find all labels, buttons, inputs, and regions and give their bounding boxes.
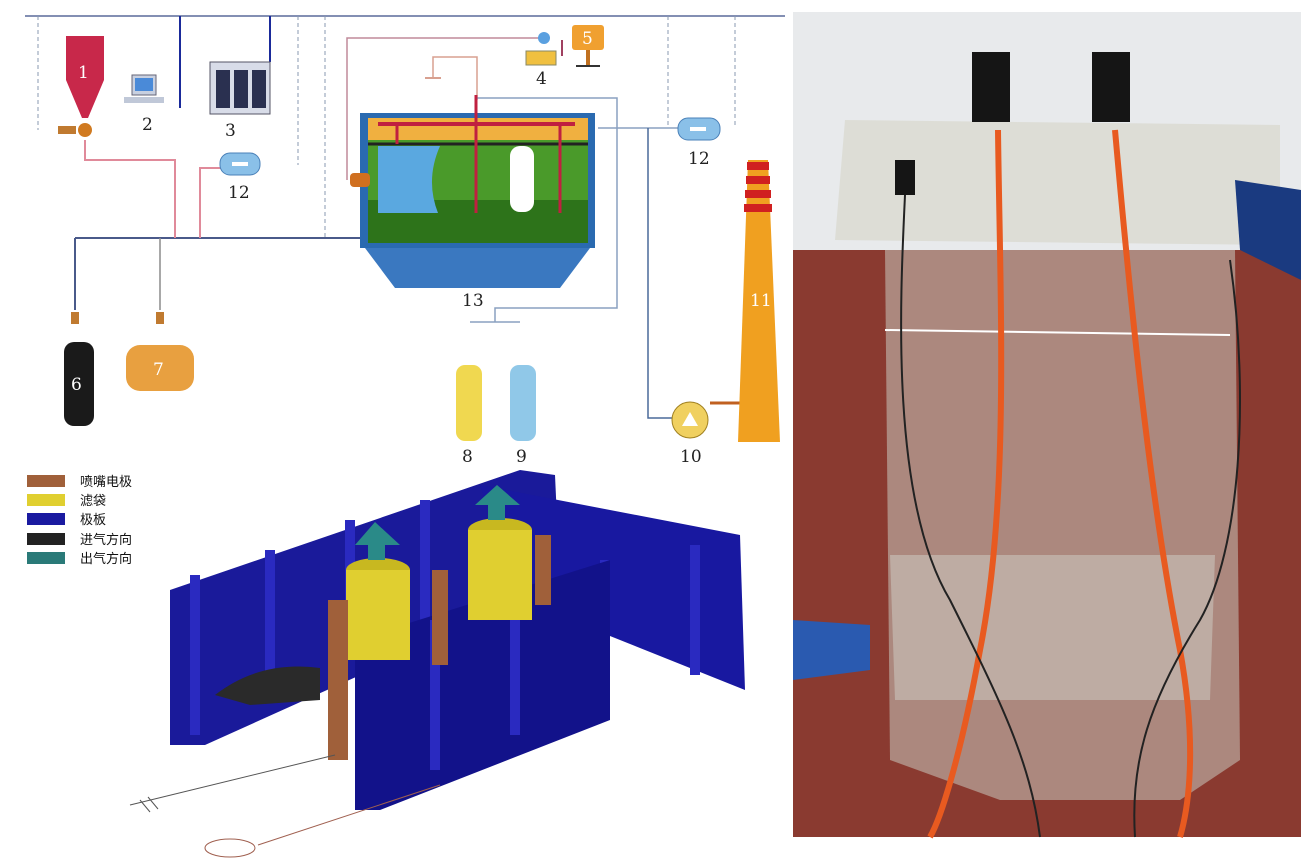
- label-7: 7: [153, 360, 164, 380]
- control-cabinet-3: 3: [209, 61, 271, 141]
- gas-cylinder-6: 6: [64, 312, 94, 426]
- legend-label-electrode: 喷嘴电极: [80, 475, 132, 490]
- cylinder-8: 8: [456, 365, 482, 467]
- monitor-5: 5: [561, 25, 604, 67]
- fan-10: 10: [671, 401, 709, 467]
- precipitator-13: 13: [350, 95, 595, 311]
- legend-swatch-plate: [27, 513, 65, 525]
- prototype-photo: [793, 12, 1301, 839]
- label-8: 8: [462, 447, 473, 467]
- blower-12-left: 12: [219, 152, 261, 203]
- legend-swatch-outlet: [27, 552, 65, 564]
- legend-label-plate: 极板: [80, 513, 106, 528]
- process-schematic: 1 2 3 12 12: [25, 15, 785, 467]
- label-2: 2: [142, 115, 153, 135]
- label-5: 5: [582, 29, 593, 49]
- legend-label-outlet: 出气方向: [80, 551, 132, 567]
- label-9: 9: [516, 447, 527, 467]
- legend-label-filter-bag: 滤袋: [80, 494, 106, 509]
- label-3: 3: [225, 121, 236, 141]
- blower-12-right: 12: [677, 117, 721, 169]
- label-1: 1: [78, 63, 89, 83]
- label-10: 10: [680, 447, 702, 467]
- label-13: 13: [462, 291, 484, 311]
- computer-2: 2: [124, 74, 164, 135]
- legend-label-inlet: 进气方向: [80, 532, 132, 548]
- label-4: 4: [536, 69, 547, 89]
- label-12-left: 12: [228, 183, 250, 203]
- label-6: 6: [71, 375, 82, 395]
- cylinder-9: 9: [510, 365, 536, 467]
- legend-swatch-inlet: [27, 533, 65, 545]
- hopper-1: 1: [58, 36, 104, 137]
- legend-swatch-electrode: [27, 475, 65, 487]
- legend-swatch-filter-bag: [27, 494, 65, 506]
- label-11: 11: [750, 291, 772, 311]
- legend: 喷嘴电极 滤袋 极板 进气方向 出气方向: [27, 475, 132, 567]
- power-supply-4: 4: [525, 32, 557, 89]
- chimney-11: 11: [738, 160, 780, 442]
- tank-7: 7: [126, 312, 194, 391]
- electrode-structure-3d: [129, 470, 745, 858]
- label-12-right: 12: [688, 149, 710, 169]
